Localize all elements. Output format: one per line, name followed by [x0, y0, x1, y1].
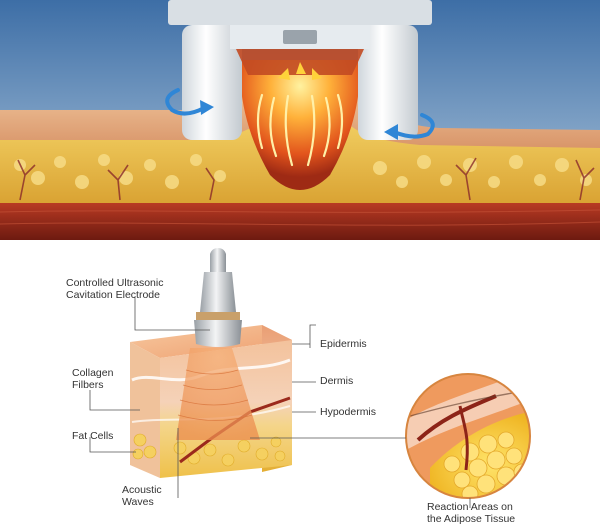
label-electrode-line1: Controlled Ultrasonic	[66, 277, 164, 289]
label-collagen-fibers: Collagen Filbers	[72, 367, 113, 391]
label-collagen-line2: Filbers	[72, 379, 104, 391]
label-collagen-line1: Collagen	[72, 367, 114, 379]
label-acoustic-waves: Acoustic Waves	[122, 484, 162, 508]
skin-layer-diagram	[89, 248, 531, 508]
label-epidermis-text: Epidermis	[320, 338, 367, 350]
label-acoustic-line1: Acoustic	[122, 484, 162, 496]
cavitation-closeup-illustration	[0, 0, 600, 240]
arrow-head-right-icon	[384, 124, 398, 140]
rotation-arrow-left-icon	[165, 88, 206, 116]
acoustic-wave-cone	[176, 348, 260, 440]
label-reaction-areas: Reaction Areas on the Adipose Tissue	[427, 501, 515, 525]
acoustic-wave-lines	[256, 93, 344, 167]
label-hypodermis-text: Hypodermis	[320, 406, 377, 418]
label-dermis: Dermis	[320, 375, 353, 387]
label-reaction-line2: the Adipose Tissue	[427, 513, 516, 525]
muscle-layer	[0, 203, 600, 240]
label-hypodermis: Hypodermis	[320, 406, 376, 418]
blood-vessels	[17, 157, 595, 201]
label-reaction-line1: Reaction Areas on	[427, 501, 513, 513]
label-epidermis: Epidermis	[320, 338, 367, 350]
muscle-fibers	[0, 209, 600, 226]
leader-lines	[89, 297, 471, 508]
fat-cell-texture	[14, 154, 592, 189]
label-fat-cells-text: Fat Cells	[72, 430, 114, 442]
label-acoustic-line2: Waves	[122, 496, 154, 508]
adipose-zoom-circle	[405, 373, 531, 499]
ultrasonic-electrode	[194, 248, 242, 347]
label-electrode-line2: Cavitation Electrode	[66, 289, 160, 301]
acoustic-wave-rings	[177, 369, 253, 421]
arrow-head-left-icon	[200, 100, 214, 115]
label-electrode: Controlled Ultrasonic Cavitation Electro…	[66, 277, 163, 301]
label-fat-cells: Fat Cells	[72, 430, 113, 442]
label-dermis-text: Dermis	[320, 375, 354, 387]
rotation-arrow-right-icon	[392, 113, 435, 139]
ultrasound-arrows	[278, 62, 322, 80]
cavitation-heat-zone	[239, 60, 361, 190]
